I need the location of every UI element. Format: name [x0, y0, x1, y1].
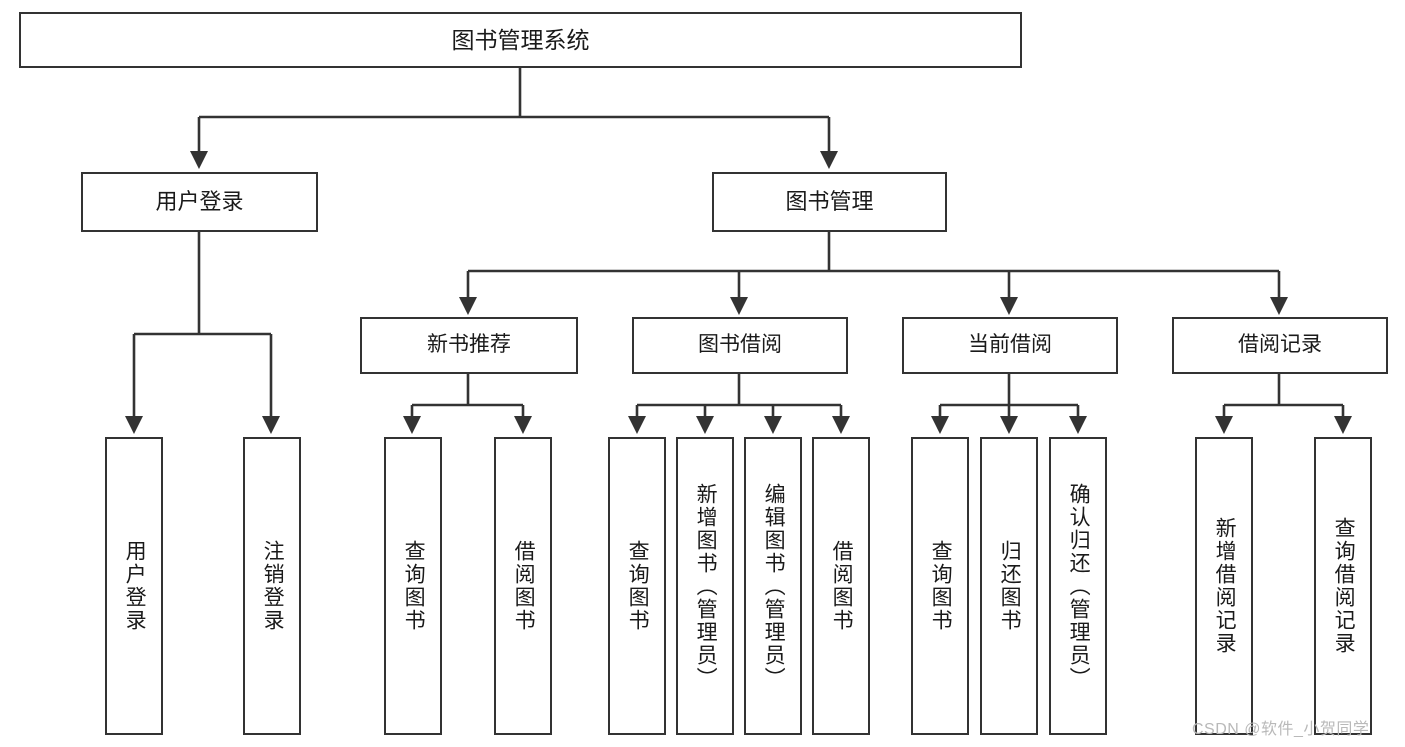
- node-borrow-record-label: 借阅记录: [1238, 333, 1322, 357]
- node-user-login[interactable]: 用户登录: [81, 172, 318, 232]
- node-book-borrow-label: 图书借阅: [698, 333, 782, 357]
- node-leaf-borrow-book-1-label: 借阅图书: [512, 540, 536, 632]
- node-leaf-confirm-return[interactable]: 确认归还（管理员）: [1049, 437, 1107, 735]
- node-current-borrow[interactable]: 当前借阅: [902, 317, 1118, 374]
- node-leaf-edit-book[interactable]: 编辑图书（管理员）: [744, 437, 802, 735]
- node-current-borrow-label: 当前借阅: [968, 333, 1052, 357]
- node-leaf-logout-login-label: 注销登录: [261, 540, 285, 632]
- node-leaf-query-book-2-label: 查询图书: [626, 540, 650, 632]
- node-borrow-record[interactable]: 借阅记录: [1172, 317, 1388, 374]
- node-leaf-return-book-label: 归还图书: [998, 540, 1022, 632]
- node-root[interactable]: 图书管理系统: [19, 12, 1022, 68]
- node-leaf-logout-login[interactable]: 注销登录: [243, 437, 301, 735]
- node-leaf-query-book-1[interactable]: 查询图书: [384, 437, 442, 735]
- node-leaf-add-record-label: 新增借阅记录: [1213, 517, 1237, 655]
- node-leaf-confirm-return-label: 确认归还（管理员）: [1067, 482, 1091, 690]
- node-book-manage[interactable]: 图书管理: [712, 172, 947, 232]
- node-root-label: 图书管理系统: [451, 26, 590, 53]
- node-book-borrow[interactable]: 图书借阅: [632, 317, 848, 374]
- node-leaf-add-book-label: 新增图书（管理员）: [694, 482, 718, 690]
- node-leaf-return-book[interactable]: 归还图书: [980, 437, 1038, 735]
- node-leaf-query-book-2[interactable]: 查询图书: [608, 437, 666, 735]
- node-leaf-query-record[interactable]: 查询借阅记录: [1314, 437, 1372, 735]
- node-leaf-user-login[interactable]: 用户登录: [105, 437, 163, 735]
- node-new-book-recommend[interactable]: 新书推荐: [360, 317, 578, 374]
- csdn-watermark: CSDN @软件_小贺同学: [1192, 721, 1370, 738]
- node-leaf-query-record-label: 查询借阅记录: [1332, 517, 1356, 655]
- node-leaf-query-book-1-label: 查询图书: [402, 540, 426, 632]
- node-leaf-edit-book-label: 编辑图书（管理员）: [762, 482, 786, 690]
- node-leaf-query-book-3[interactable]: 查询图书: [911, 437, 969, 735]
- node-book-manage-label: 图书管理: [785, 189, 874, 215]
- node-leaf-borrow-book-2[interactable]: 借阅图书: [812, 437, 870, 735]
- node-leaf-user-login-label: 用户登录: [123, 540, 147, 632]
- node-new-book-recommend-label: 新书推荐: [427, 333, 511, 357]
- node-user-login-label: 用户登录: [155, 189, 244, 215]
- node-leaf-add-record[interactable]: 新增借阅记录: [1195, 437, 1253, 735]
- node-leaf-borrow-book-2-label: 借阅图书: [830, 540, 854, 632]
- node-leaf-borrow-book-1[interactable]: 借阅图书: [494, 437, 552, 735]
- node-leaf-query-book-3-label: 查询图书: [929, 540, 953, 632]
- node-leaf-add-book[interactable]: 新增图书（管理员）: [676, 437, 734, 735]
